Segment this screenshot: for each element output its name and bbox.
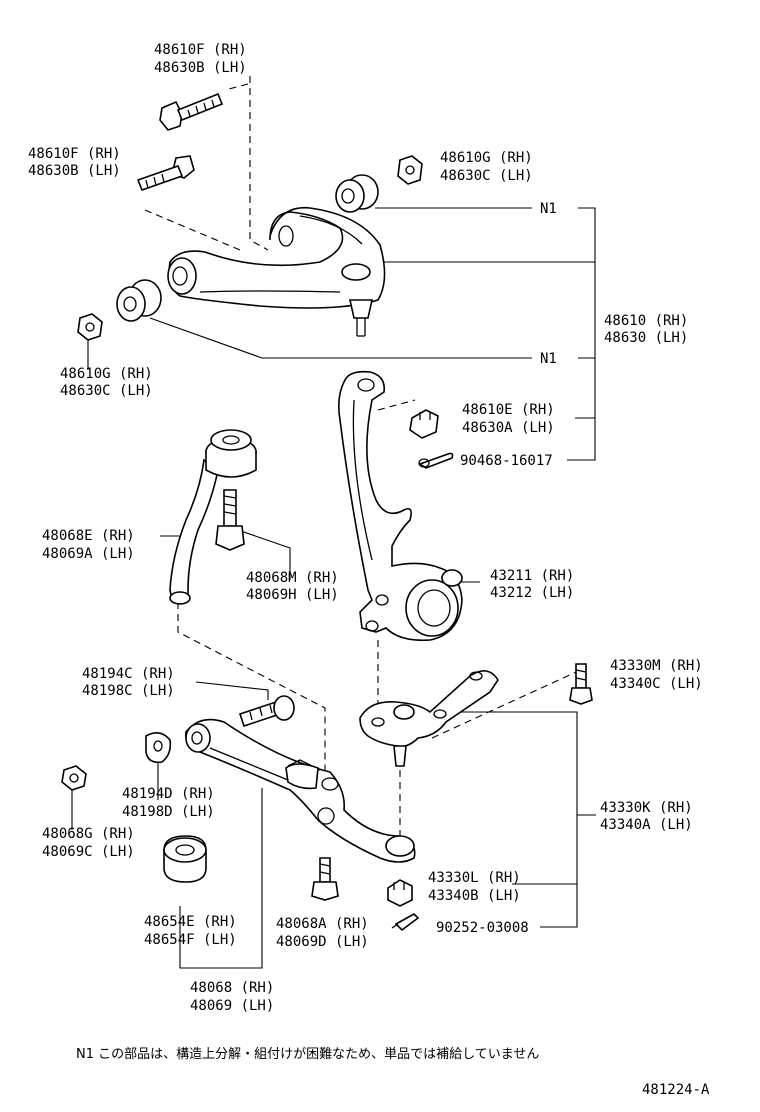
ball-joint-bolt-icon — [569, 663, 593, 705]
nut-left-icon — [77, 313, 103, 341]
svg-text:48198D (LH): 48198D (LH) — [122, 804, 215, 820]
ball-joint-nut-icon — [387, 879, 413, 907]
callout-knuckle: 43211 (RH) 43212 (LH) — [490, 568, 574, 601]
ball-joint-icon — [359, 670, 499, 767]
svg-text:48610F (RH): 48610F (RH) — [154, 42, 247, 58]
svg-text:48610G (RH): 48610G (RH) — [440, 150, 533, 166]
callout-cotter-pin-lower: 90252-03008 — [436, 920, 529, 936]
callout-ball-joint-bolt: 43330M (RH) 43340C (LH) — [610, 658, 703, 692]
callout-ball-joint: 43330K (RH) 43340A (LH) — [600, 800, 693, 833]
callout-n1-bottom: N1 — [540, 351, 557, 367]
svg-text:48610 (RH): 48610 (RH) — [604, 313, 688, 329]
strut-bolt-icon — [215, 489, 245, 551]
callout-n1-top: N1 — [540, 201, 557, 217]
cotter-pin-lower-icon — [391, 913, 420, 932]
callout-bolt-top: 48610F (RH) 48630B (LH) — [154, 42, 247, 76]
bolt-left-icon — [136, 155, 195, 192]
svg-text:43330L (RH): 43330L (RH) — [428, 870, 521, 886]
callout-cotter-pin-upper: 90468-16017 — [460, 453, 553, 469]
bolt-top-icon — [159, 92, 224, 131]
svg-text:48654F (LH): 48654F (LH) — [144, 932, 237, 948]
strut-bar-icon — [169, 429, 257, 605]
svg-text:48068M (RH): 48068M (RH) — [246, 570, 339, 586]
diagram-id: 481224-A — [642, 1082, 710, 1098]
svg-text:48069A (LH): 48069A (LH) — [42, 546, 135, 562]
svg-text:48069H (LH): 48069H (LH) — [246, 587, 339, 603]
castle-nut-upper-icon — [409, 409, 439, 439]
svg-text:43340C (LH): 43340C (LH) — [610, 676, 703, 692]
leader-lines — [71, 76, 596, 969]
svg-text:48610G (RH): 48610G (RH) — [60, 366, 153, 382]
svg-text:48194C (RH): 48194C (RH) — [82, 666, 175, 682]
svg-text:48198C (LH): 48198C (LH) — [82, 683, 175, 699]
svg-text:43340B (LH): 43340B (LH) — [428, 888, 521, 904]
lower-control-arm-icon — [184, 718, 416, 863]
svg-text:48654E (RH): 48654E (RH) — [144, 914, 237, 930]
svg-text:43340A (LH): 43340A (LH) — [600, 817, 693, 833]
svg-text:43330M (RH): 43330M (RH) — [610, 658, 703, 674]
svg-text:48069C (LH): 48069C (LH) — [42, 844, 135, 860]
svg-text:48194D (RH): 48194D (RH) — [122, 786, 215, 802]
callout-nut-left: 48610G (RH) 48630C (LH) — [60, 366, 153, 399]
callout-nut-top-right: 48610G (RH) 48630C (LH) — [440, 150, 533, 184]
svg-text:48630C (LH): 48630C (LH) — [440, 168, 533, 184]
svg-text:48630A (LH): 48630A (LH) — [462, 420, 555, 436]
svg-text:48068 (RH): 48068 (RH) — [190, 980, 274, 996]
footnote: N1 この部品は、構造上分解・組付けが困難なため、単品では補給していません — [76, 1046, 539, 1062]
nut-top-right-icon — [397, 155, 423, 185]
cam-plate-icon — [145, 732, 172, 764]
svg-text:48630B (LH): 48630B (LH) — [28, 163, 121, 179]
svg-text:48069D (LH): 48069D (LH) — [276, 934, 369, 950]
svg-text:48610F (RH): 48610F (RH) — [28, 146, 121, 162]
cotter-pin-upper-icon — [418, 452, 454, 469]
svg-text:48630 (LH): 48630 (LH) — [604, 330, 688, 346]
callout-lower-arm: 48068 (RH) 48069 (LH) — [190, 980, 274, 1014]
svg-text:48069 (LH): 48069 (LH) — [190, 998, 274, 1014]
callout-upper-arm: 48610 (RH) 48630 (LH) — [604, 313, 688, 346]
upper-control-arm-icon — [167, 206, 386, 337]
svg-text:48610E (RH): 48610E (RH) — [462, 402, 555, 418]
lower-bolt-icon — [311, 857, 339, 901]
svg-text:48630B (LH): 48630B (LH) — [154, 60, 247, 76]
lower-nut-icon — [61, 765, 87, 791]
svg-text:48068A (RH): 48068A (RH) — [276, 916, 369, 932]
lower-bushing-icon — [163, 835, 207, 883]
svg-text:48630C (LH): 48630C (LH) — [60, 383, 153, 399]
upper-arm-bushing-rear-icon — [335, 174, 379, 213]
callout-lower-nut: 48068G (RH) 48069C (LH) — [42, 826, 135, 860]
callout-lower-bolt: 48068A (RH) 48069D (LH) — [276, 916, 369, 950]
callout-ball-joint-nut: 43330L (RH) 43340B (LH) — [428, 870, 521, 904]
callout-cam-plate: 48194D (RH) 48198D (LH) — [122, 786, 215, 820]
callout-bolt-left: 48610F (RH) 48630B (LH) — [28, 146, 121, 179]
svg-text:43211 (RH): 43211 (RH) — [490, 568, 574, 584]
callout-castle-nut: 48610E (RH) 48630A (LH) — [462, 402, 555, 436]
svg-text:48068E (RH): 48068E (RH) — [42, 528, 135, 544]
callout-strut-bolt: 48068M (RH) 48069H (LH) — [246, 570, 339, 603]
callout-strut-bar: 48068E (RH) 48069A (LH) — [42, 528, 135, 562]
svg-text:43212 (LH): 43212 (LH) — [490, 585, 574, 601]
cam-bolt-icon — [238, 695, 295, 728]
callout-lower-bushing: 48654E (RH) 48654F (LH) — [144, 914, 237, 948]
upper-arm-bushing-front-icon — [116, 279, 162, 322]
steering-knuckle-icon — [338, 370, 463, 642]
callout-cam-bolt: 48194C (RH) 48198C (LH) — [82, 666, 175, 699]
svg-text:43330K (RH): 43330K (RH) — [600, 800, 693, 816]
svg-text:48068G (RH): 48068G (RH) — [42, 826, 135, 842]
